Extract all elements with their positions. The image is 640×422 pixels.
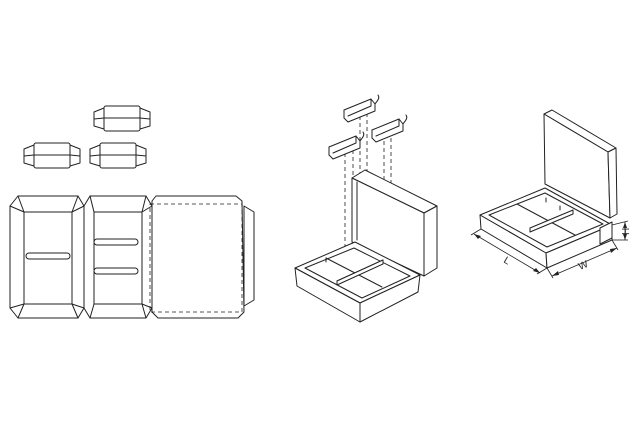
- divider-piece-right: [89, 142, 147, 169]
- open-lid: [351, 169, 438, 277]
- dimension-label-width: W: [577, 259, 590, 273]
- dimension-length: L: [470, 228, 548, 275]
- flat-dieline-template: [9, 105, 255, 319]
- tray-blank-middle: [83, 195, 153, 319]
- dimension-label-length: L: [502, 255, 513, 268]
- lid-panel: [149, 195, 255, 319]
- divider-clip-1: [343, 94, 380, 123]
- tray-with-compartments: [294, 241, 421, 323]
- tray-blank-left: [9, 195, 85, 319]
- divider-piece-left: [23, 142, 81, 169]
- assembled-box-view: L W H: [470, 109, 632, 279]
- dimension-height: H: [611, 220, 632, 241]
- dimension-width: W: [546, 239, 619, 279]
- divider-piece-top: [93, 105, 151, 132]
- dimension-label-height: H: [621, 228, 632, 235]
- assembly-exploded-view: [294, 94, 438, 323]
- divider-clip-3: [371, 114, 408, 143]
- divider-clip-2: [328, 131, 365, 160]
